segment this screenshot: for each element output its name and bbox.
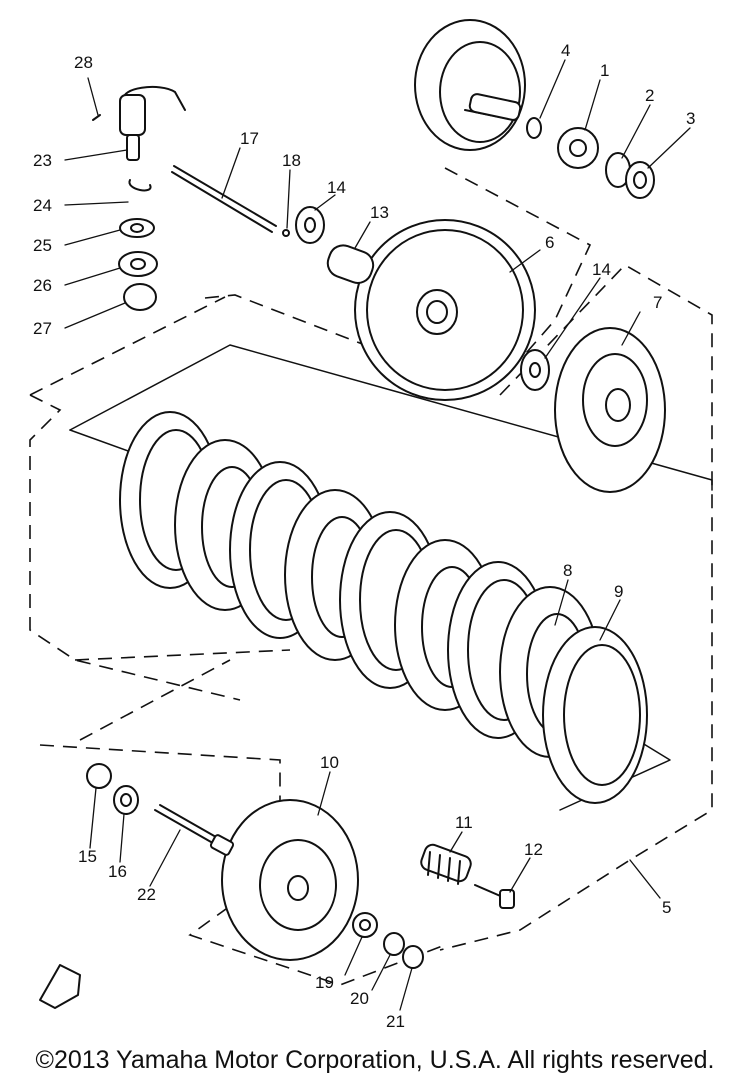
part-label-28: 28 <box>74 53 93 72</box>
part-label-13: 13 <box>370 203 389 222</box>
part-label-20: 20 <box>350 989 369 1008</box>
part-label-2: 2 <box>645 86 654 105</box>
push-lever-assembly <box>92 85 186 311</box>
pressure-plate <box>221 799 359 961</box>
part-label-6: 6 <box>545 233 554 252</box>
part-label-27: 27 <box>33 319 52 338</box>
part-label-8: 8 <box>563 561 572 580</box>
part-label-16: 16 <box>108 862 127 881</box>
part-label-1: 1 <box>600 61 609 80</box>
part-label-21: 21 <box>386 1012 405 1031</box>
primary-gear-housing <box>414 19 526 151</box>
part-label-25: 25 <box>33 236 52 255</box>
part-label-11: 11 <box>455 813 473 832</box>
part-label-5: 5 <box>662 898 671 917</box>
clutch-housing <box>354 219 536 401</box>
part-labels: 1 2 3 4 5 6 7 8 9 10 11 12 13 14 14 15 1… <box>33 41 695 1031</box>
part-label-18: 18 <box>282 151 301 170</box>
sprocket-part <box>557 127 599 169</box>
top-right-small-parts <box>526 117 655 199</box>
front-arrow-icon <box>39 964 81 1009</box>
push-rod-parts <box>86 763 235 856</box>
part-label-10: 10 <box>320 753 339 772</box>
part-label-12: 12 <box>524 840 543 859</box>
part-label-14a: 14 <box>327 178 346 197</box>
part-label-15: 15 <box>78 847 97 866</box>
part-label-9: 9 <box>614 582 623 601</box>
spring-and-bolt <box>420 843 515 909</box>
part-label-26: 26 <box>33 276 52 295</box>
part-label-23: 23 <box>33 151 52 170</box>
clutch-boss <box>554 327 666 493</box>
collar-and-washers <box>295 206 550 391</box>
lower-small-parts <box>352 912 424 969</box>
friction-plate <box>542 626 648 804</box>
part-label-22: 22 <box>137 885 156 904</box>
part-label-4: 4 <box>561 41 570 60</box>
part-label-17: 17 <box>240 129 259 148</box>
clutch-plate-stack <box>119 411 648 804</box>
rod-and-ball <box>171 165 290 237</box>
part-label-14b: 14 <box>592 260 611 279</box>
part-label-3: 3 <box>686 109 695 128</box>
copyright-notice: ©2013 Yamaha Motor Corporation, U.S.A. A… <box>35 1046 715 1074</box>
part-label-19: 19 <box>315 973 334 992</box>
leader-lines <box>64 59 691 1011</box>
part-label-24: 24 <box>33 196 52 215</box>
part-label-7: 7 <box>653 293 662 312</box>
